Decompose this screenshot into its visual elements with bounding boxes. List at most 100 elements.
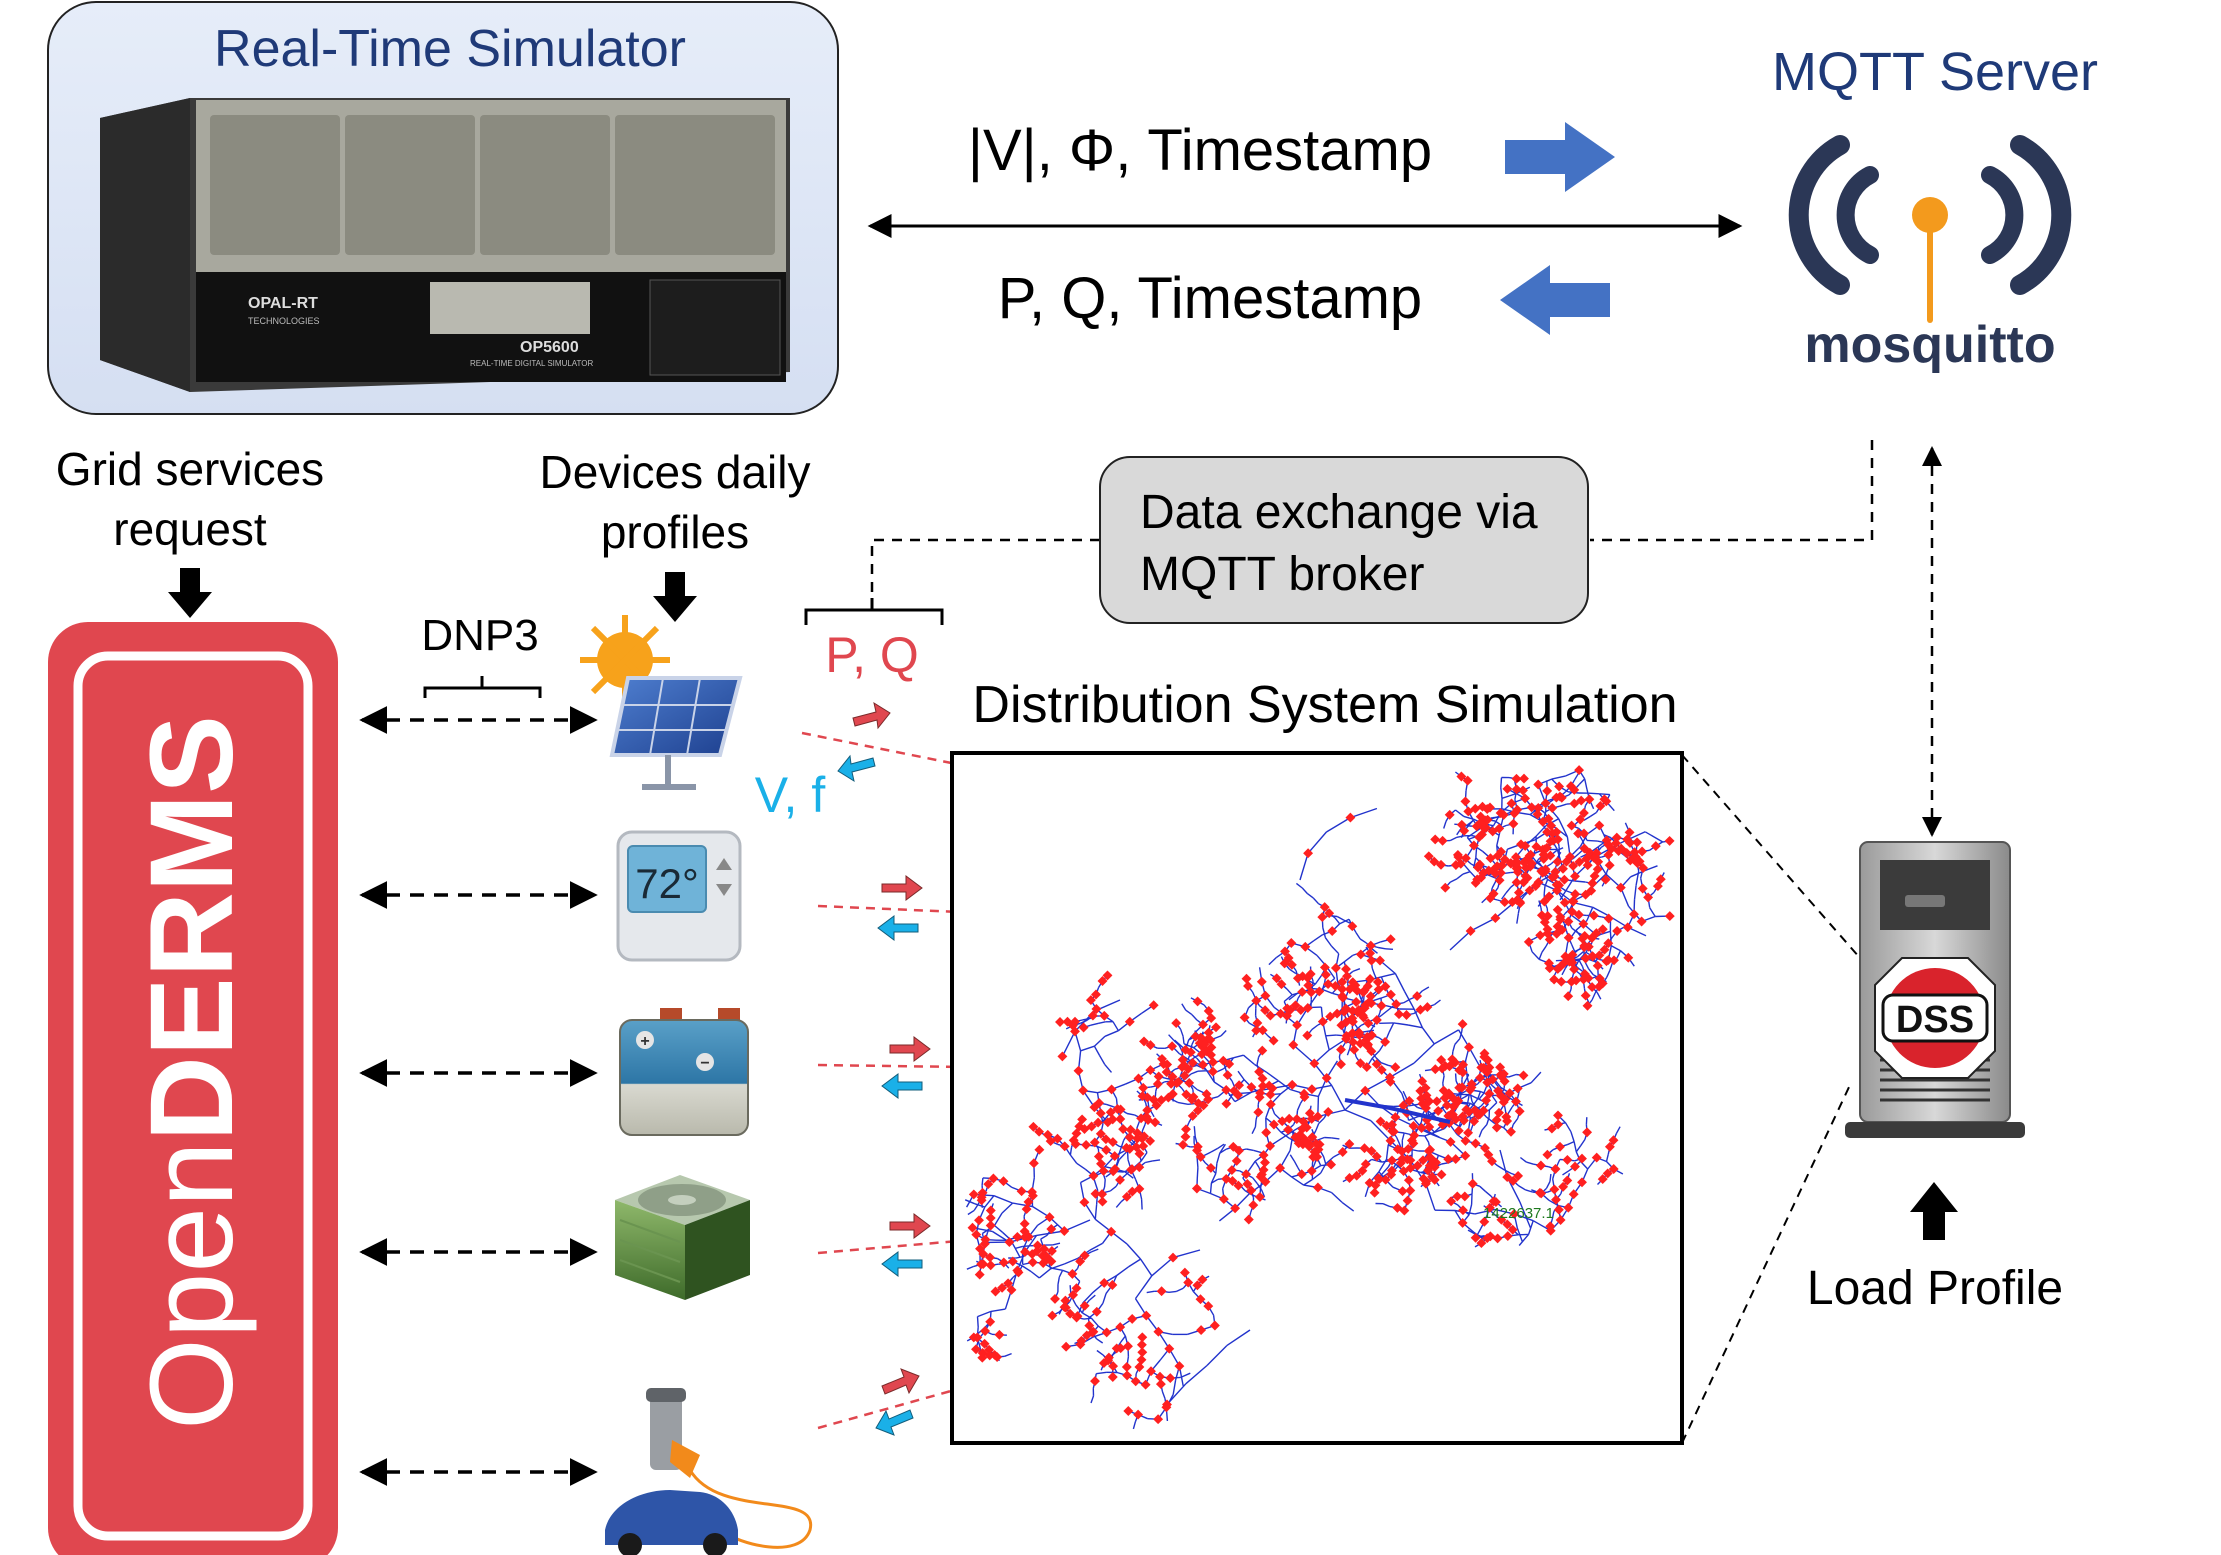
feeder-node-marker: [1021, 1204, 1032, 1215]
feeder-node-marker: [1502, 783, 1513, 794]
feeder-line-segment: [1462, 863, 1471, 873]
feeder-node-marker: [1256, 976, 1267, 987]
feeder-node-marker: [1209, 1320, 1220, 1331]
feeder-line-segment: [1586, 907, 1594, 921]
feeder-node-marker: [1470, 803, 1481, 814]
feeder-node-marker: [1178, 1139, 1188, 1150]
feeder-line-segment: [1132, 1421, 1137, 1430]
feeder-node-marker: [1427, 1171, 1438, 1182]
feeder-node-marker: [1059, 1141, 1070, 1152]
feeder-node-marker: [1193, 1098, 1204, 1109]
feeder-node-marker: [1155, 1371, 1165, 1382]
feeder-node-marker: [1502, 1231, 1513, 1242]
feeder-node-marker: [1450, 1057, 1461, 1068]
feeder-node-marker: [1260, 1176, 1271, 1187]
feeder-node-marker: [1180, 1044, 1191, 1055]
feeder-node-marker: [1420, 1178, 1431, 1189]
feeder-line-segment: [1096, 1349, 1104, 1356]
feeder-node-marker: [1455, 858, 1466, 869]
distribution-feeder-map: [964, 765, 1675, 1430]
feeder-node-marker: [1102, 970, 1113, 981]
feeder-node-marker: [1475, 811, 1486, 822]
feeder-line-segment: [1322, 988, 1333, 994]
feeder-node-marker: [1609, 955, 1619, 966]
feeder-node-marker: [1421, 1090, 1432, 1101]
feeder-node-marker: [1488, 1196, 1499, 1207]
feeder-node-marker: [1141, 1310, 1152, 1321]
feeder-node-marker: [1536, 866, 1547, 877]
feeder-line-segment: [1094, 1204, 1098, 1220]
vf-arrow-1: [837, 754, 876, 783]
feeder-node-marker: [1496, 1214, 1507, 1225]
opal-rt-model-sub: REAL-TIME DIGITAL SIMULATOR: [470, 359, 594, 368]
feeder-line-segment: [1496, 835, 1500, 846]
feeder-line-segment: [1254, 1160, 1260, 1168]
feeder-node-marker: [1222, 1070, 1233, 1081]
feeder-node-marker: [1490, 913, 1501, 924]
feeder-node-marker: [1309, 1058, 1320, 1069]
feeder-node-marker: [1046, 1224, 1057, 1234]
feeder-line-segment: [1299, 852, 1309, 881]
feeder-node-marker: [1115, 1343, 1126, 1354]
feeder-node-marker: [1088, 1170, 1099, 1181]
feeder-line-segment: [1352, 968, 1361, 973]
feeder-node-marker: [1546, 1123, 1557, 1134]
thermostat-reading: 72°: [635, 860, 699, 907]
feeder-node-marker: [1498, 1068, 1509, 1079]
feeder-node-marker: [1359, 1143, 1370, 1154]
feeder-node-marker: [1562, 1175, 1573, 1186]
feeder-node-marker: [1079, 1250, 1090, 1261]
feeder-node-marker: [1221, 1098, 1232, 1109]
feeder-line-segment: [1459, 1031, 1463, 1039]
feeder-node-marker: [1576, 795, 1587, 806]
dss-server: DSS: [1845, 841, 2025, 1138]
feeder-line-segment: [1193, 1126, 1196, 1137]
feeder-line-segment: [1303, 1178, 1313, 1186]
feeder-node-marker: [1081, 1330, 1092, 1341]
feeder-node-marker: [1257, 1073, 1268, 1084]
feeder-node-marker: [1109, 1151, 1120, 1162]
feeder-node-marker: [1283, 1124, 1294, 1135]
feeder-node-marker: [1567, 896, 1578, 907]
svg-text:−: −: [700, 1055, 709, 1072]
feeder-node-marker: [1264, 1080, 1275, 1091]
feeder-node-marker: [1514, 896, 1525, 907]
feeder-line-segment: [1525, 1189, 1533, 1193]
feeder-node-marker: [1478, 1062, 1489, 1073]
feeder-line-segment: [1371, 948, 1378, 954]
feeder-node-marker: [1179, 1070, 1190, 1081]
feeder-node-marker: [983, 1179, 994, 1190]
feeder-line-segment: [1475, 847, 1478, 858]
feeder-node-marker: [1398, 1100, 1409, 1111]
feeder-node-marker: [1241, 973, 1252, 984]
feeder-node-marker: [1151, 1100, 1162, 1111]
feeder-node-marker: [1487, 1156, 1497, 1167]
feeder-node-marker: [1365, 948, 1376, 959]
feeder-node-marker: [1071, 1283, 1082, 1294]
feeder-node-marker: [1312, 1182, 1323, 1193]
feeder-line-segment: [1093, 1035, 1106, 1047]
feeder-node-marker: [1311, 1138, 1322, 1149]
feeder-node-marker: [1137, 1347, 1148, 1358]
feeder-node-marker: [1070, 1139, 1081, 1150]
feeder-node-marker: [1148, 1000, 1159, 1011]
feeder-node-marker: [1506, 1126, 1516, 1137]
feeder-node-marker: [1551, 879, 1562, 890]
feeder-node-marker: [1523, 936, 1534, 947]
feeder-node-marker: [1181, 1124, 1191, 1135]
feeder-node-marker: [1304, 1108, 1315, 1119]
feeder-line-segment: [1112, 1021, 1120, 1032]
feeder-node-marker: [1121, 1191, 1132, 1202]
feeder-node-marker: [1354, 1027, 1365, 1038]
feeder-line-segment: [1313, 1062, 1333, 1086]
blue-right-arrow-icon: [1505, 122, 1615, 192]
feeder-node-marker: [1430, 1064, 1441, 1075]
load-profile-up-arrow-icon: [1910, 1182, 1958, 1240]
feeder-node-marker: [1187, 1057, 1198, 1068]
feeder-line-segment: [977, 1310, 992, 1318]
feeder-line-segment: [1292, 1044, 1315, 1064]
feeder-line-segment: [1343, 954, 1354, 963]
feeder-line-segment: [1140, 1152, 1148, 1162]
distribution-system-title: Distribution System Simulation: [972, 676, 1677, 734]
feeder-node-marker: [1101, 1145, 1112, 1155]
